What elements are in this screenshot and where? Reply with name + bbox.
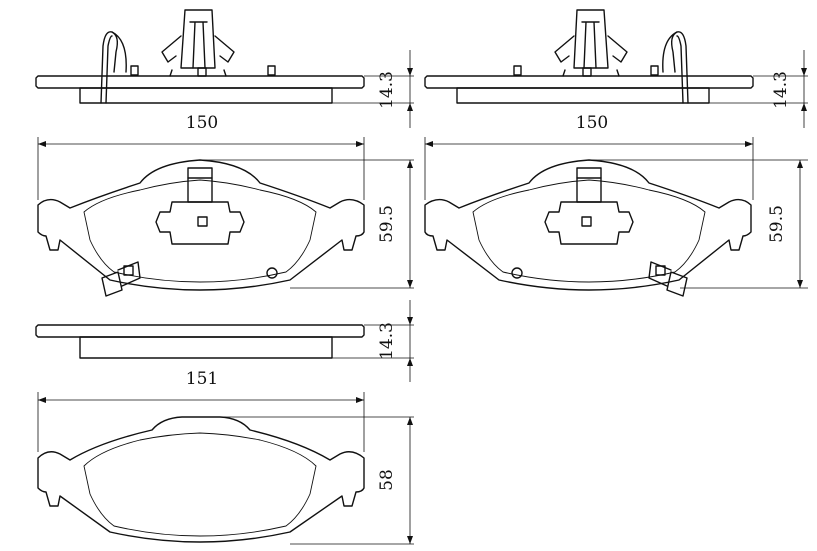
pad-2-height-dimension: 59.5 [590,159,808,289]
pad-2-height-label: 59.5 [767,205,787,243]
pad-3-height-dimension: 58 [200,416,414,545]
pad-1-length-label: 150 [186,113,218,133]
pad-3-length-dimension: 151 [37,369,365,452]
pad-3-thickness-dimension: 14.3 [332,300,414,382]
pad-1-front-view [37,159,365,297]
pad-2-thickness-label: 14.3 [771,71,791,109]
pad-2-thickness-dimension: 14.3 [709,50,808,128]
pad-3-thickness-label: 14.3 [377,322,397,360]
pad-2-length-dimension: 150 [424,113,754,200]
pad-1-thickness-dimension: 14.3 [332,50,414,128]
pad-2-length-label: 150 [576,113,608,133]
pad-1-length-dimension: 150 [37,113,365,200]
pad-1-thickness-label: 14.3 [377,71,397,109]
pad-2-side-view [424,9,754,104]
pad-1-side-view [35,9,365,104]
pad-2-front-view [424,159,752,297]
pad-3-height-label: 58 [377,469,397,491]
pad-3-side-view [35,324,365,359]
pad-3-front-view [37,416,365,543]
pad-1-height-dimension: 59.5 [200,159,414,289]
pad-3-length-label: 151 [186,369,218,389]
pad-1-height-label: 59.5 [377,205,397,243]
